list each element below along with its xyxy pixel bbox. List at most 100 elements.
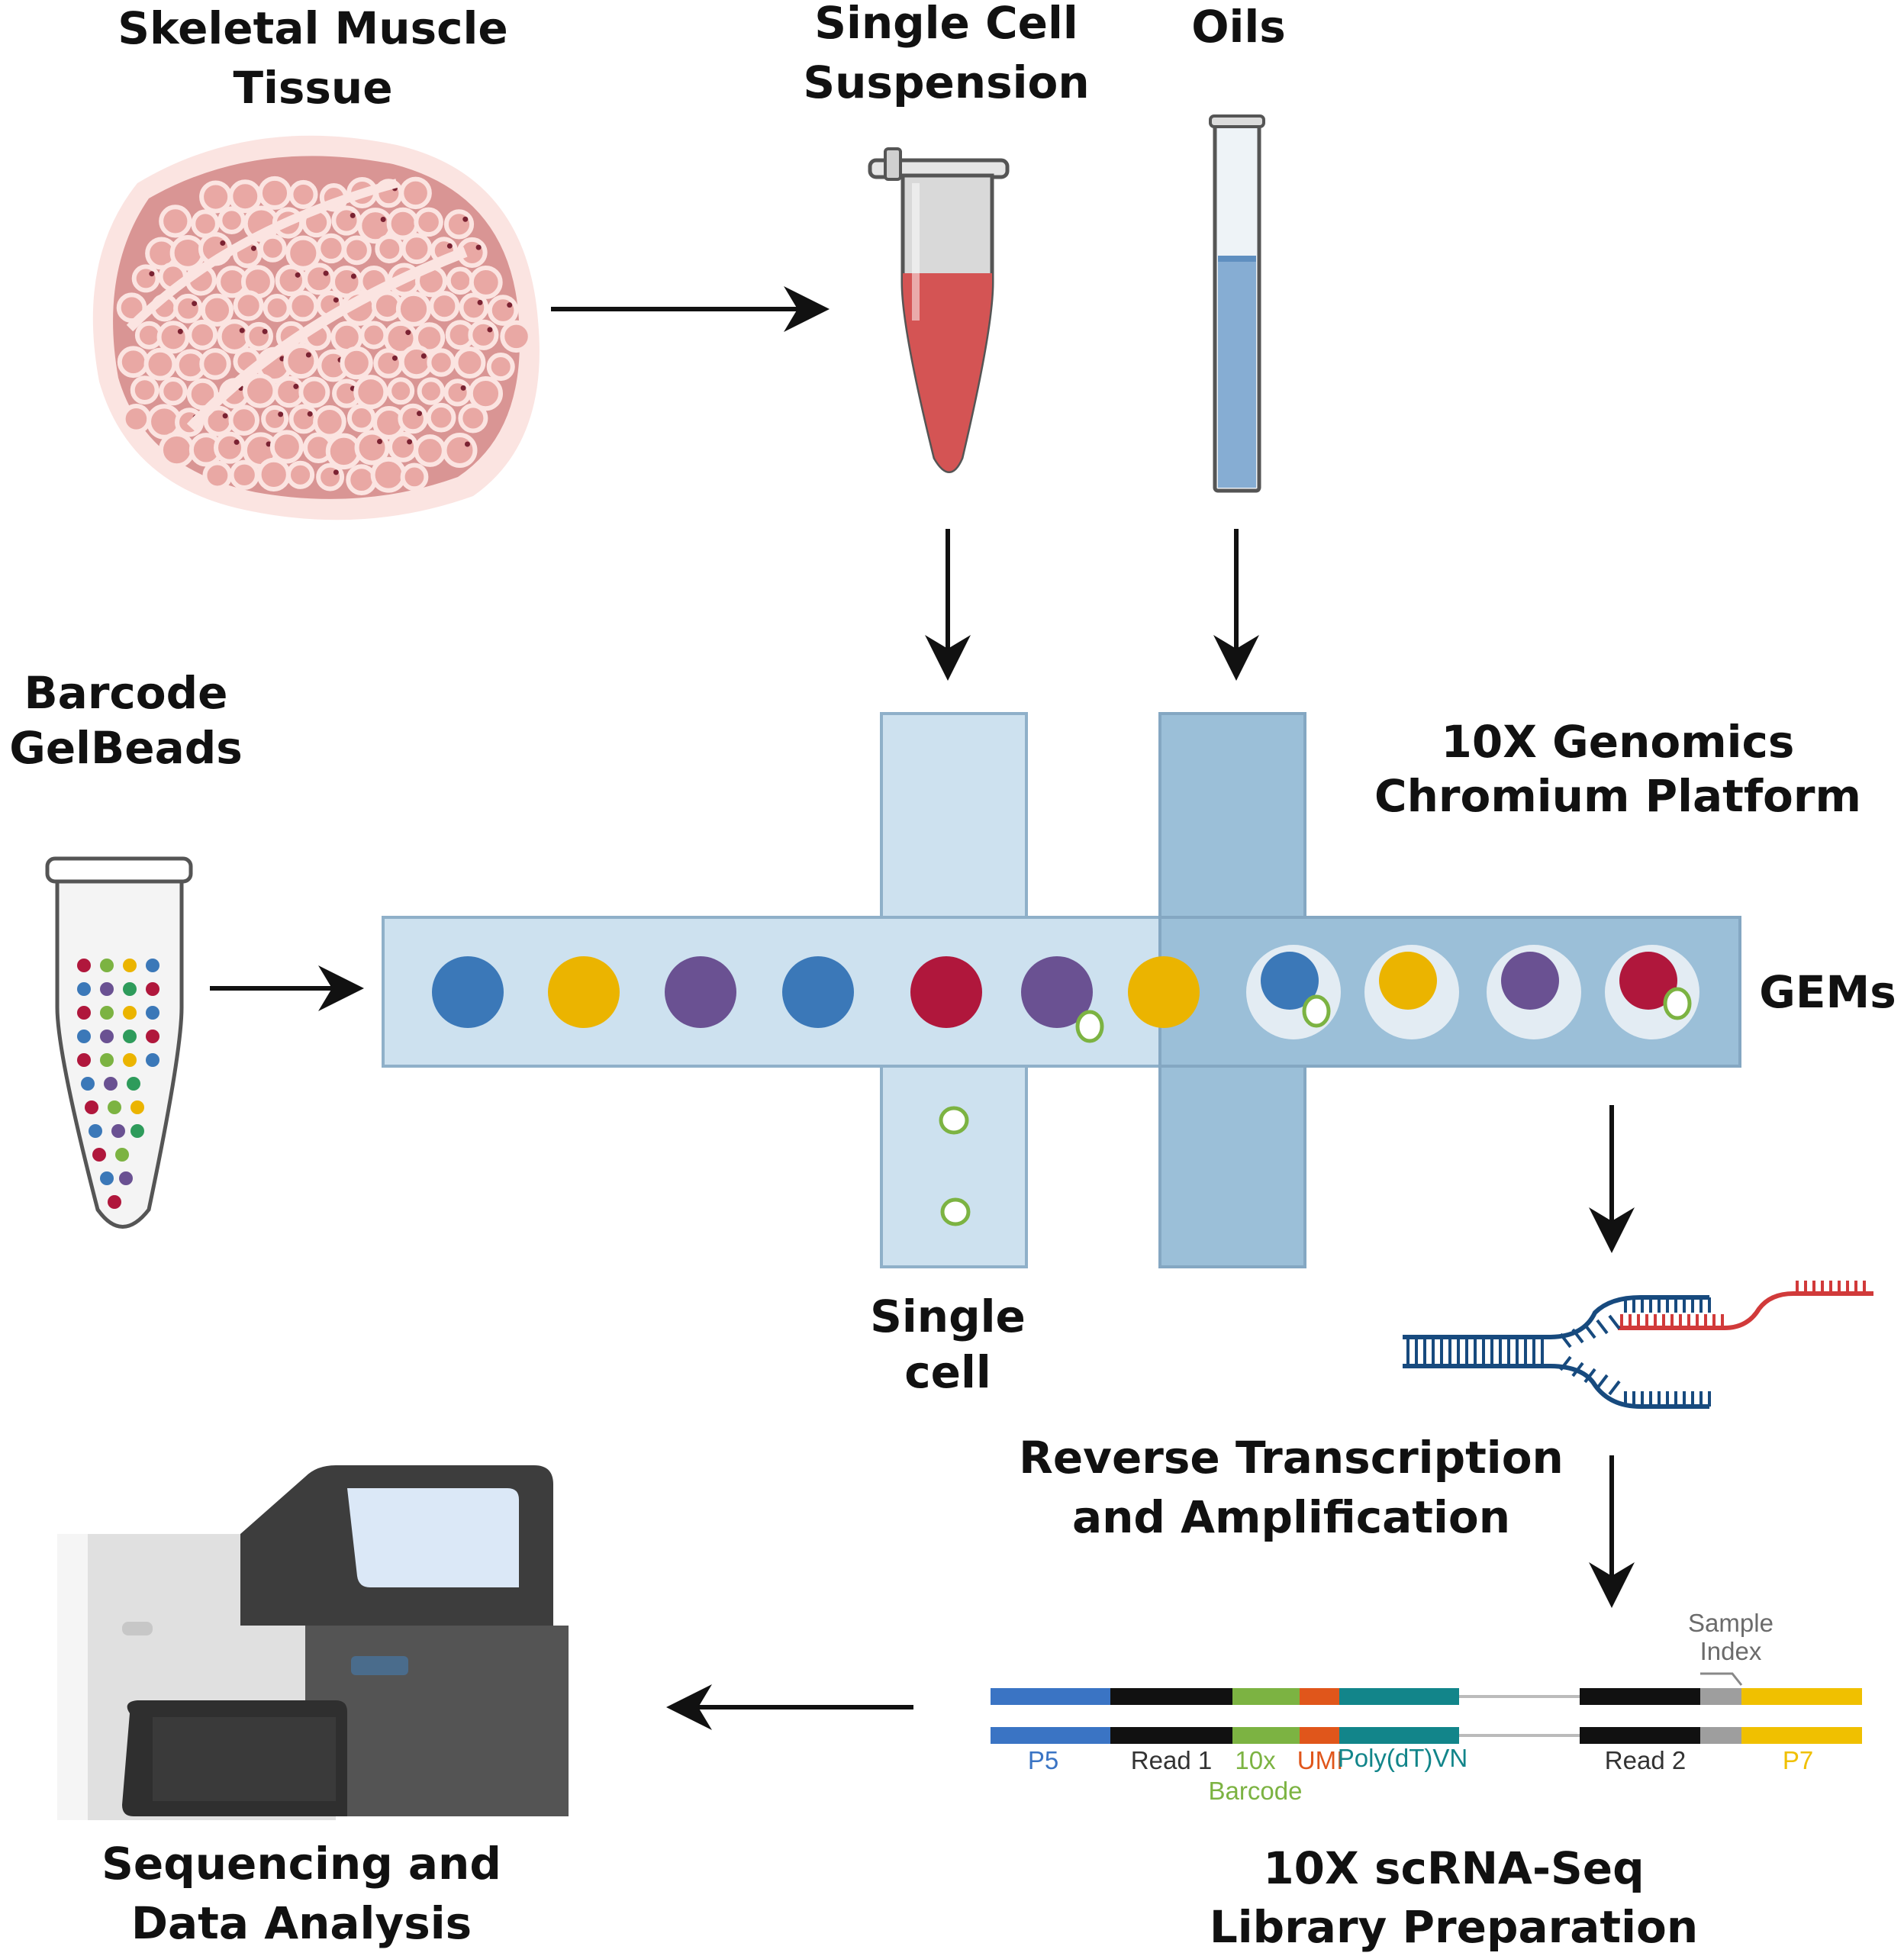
- barcode-bead: [910, 956, 982, 1028]
- nucleus-dot: [149, 271, 155, 277]
- gel-bead: [130, 1100, 144, 1114]
- muscle-fibre: [269, 430, 304, 464]
- muscle-fibre: [427, 348, 456, 377]
- label-polydt: Poly(dT)VN: [1338, 1744, 1468, 1772]
- nucleus-dot: [333, 469, 339, 475]
- gel-bead: [119, 1171, 133, 1185]
- muscle-fibre: [287, 290, 319, 322]
- muscle-fibre: [316, 233, 346, 264]
- rt-label-line2: and Amplification: [1072, 1491, 1510, 1543]
- nucleus-dot: [262, 328, 268, 334]
- base-tick: [1583, 1323, 1596, 1339]
- barcode-bead: [782, 956, 854, 1028]
- gel-bead: [100, 982, 114, 996]
- gel-bead: [100, 1006, 114, 1020]
- muscle-fibre: [346, 403, 376, 433]
- nucleus-dot: [380, 217, 386, 223]
- muscle-fibre: [388, 431, 419, 462]
- label-umi: UMI: [1297, 1746, 1344, 1774]
- muscle-fibre: [130, 375, 159, 405]
- muscle-fibre: [217, 206, 246, 235]
- muscle-fibre: [426, 402, 456, 433]
- muscle-fibre: [468, 376, 504, 411]
- barcode-bead: [1619, 952, 1677, 1010]
- base-tick: [1559, 1332, 1572, 1349]
- gel-bead: [111, 1124, 125, 1138]
- muscle-fibre: [288, 179, 318, 209]
- muscle-fibre: [275, 264, 308, 297]
- muscle-fibre: [156, 321, 190, 354]
- muscle-fibre: [453, 346, 486, 379]
- gel-bead: [77, 959, 91, 972]
- muscle-fibre: [199, 180, 233, 214]
- muscle-fibre: [487, 295, 519, 326]
- nucleus-dot: [192, 301, 198, 307]
- nucleus-dot: [417, 411, 423, 417]
- flow-arrows: [210, 286, 1635, 1730]
- nucleus-dot: [350, 273, 356, 279]
- muscle-fibre: [131, 264, 160, 293]
- library-segment: [1700, 1688, 1741, 1705]
- nucleus-dot: [222, 413, 228, 419]
- nucleus-dot: [250, 245, 256, 251]
- gel-bead: [89, 1124, 102, 1138]
- gel-bead: [100, 1171, 114, 1185]
- nucleus-dot: [333, 297, 339, 303]
- barcode-bead: [665, 956, 736, 1028]
- beads-label-line1: Barcode: [24, 667, 227, 719]
- muscle-fibre: [285, 460, 315, 489]
- library-segment: [1232, 1688, 1300, 1705]
- library-segment: [1580, 1727, 1700, 1744]
- nucleus-dot: [407, 439, 413, 445]
- muscle-fibre: [414, 207, 443, 237]
- muscle-fibre: [214, 431, 246, 464]
- muscle-fibre: [187, 319, 218, 350]
- single-cell-label-line1: Single: [870, 1291, 1026, 1342]
- gel-bead: [123, 982, 137, 996]
- muscle-fibre: [353, 375, 388, 410]
- sequencer-icon: [57, 1465, 569, 1820]
- library-segment: [1741, 1688, 1862, 1705]
- barcode-bead: [1128, 956, 1200, 1028]
- label-index: Index: [1700, 1637, 1762, 1665]
- cell-icon: [940, 1197, 971, 1226]
- muscle-fibre: [414, 434, 446, 467]
- tissue-label-line1: Skeletal Muscle: [118, 2, 507, 54]
- gel-bead: [85, 1100, 98, 1114]
- muscle-fibre: [263, 294, 292, 323]
- nucleus-dot: [391, 355, 398, 361]
- nucleus-dot: [278, 411, 284, 417]
- muscle-fibre: [469, 265, 503, 299]
- gel-bead: [104, 1077, 118, 1091]
- nucleus-dot: [220, 240, 226, 247]
- barcode-bead: [1501, 952, 1559, 1010]
- label-sample: Sample: [1688, 1609, 1774, 1637]
- muscle-fibre: [228, 179, 263, 214]
- base-tick: [1596, 1319, 1609, 1335]
- muscle-fibre: [303, 263, 336, 295]
- dna-strand-lower: [1403, 1364, 1709, 1409]
- beads-label-line2: GelBeads: [9, 722, 243, 774]
- tissue-label-line2: Tissue: [233, 62, 392, 114]
- nucleus-dot: [405, 330, 411, 336]
- gel-bead: [146, 1053, 159, 1067]
- muscle-fibre: [202, 460, 233, 491]
- nucleus-dot: [487, 327, 493, 333]
- barcode-bead: [1261, 952, 1319, 1010]
- library-segment: [1300, 1688, 1339, 1705]
- muscle-fibre: [429, 291, 460, 322]
- label-p5: P5: [1028, 1746, 1058, 1774]
- base-tick: [1571, 1361, 1584, 1378]
- muscle-fibre: [459, 292, 489, 323]
- seq-label-line1: Sequencing and: [101, 1838, 501, 1890]
- muscle-fibre: [331, 205, 362, 236]
- cdna-strand-icon: [1403, 1281, 1873, 1409]
- barcode-bead: [1021, 956, 1093, 1028]
- muscle-fibre: [342, 235, 372, 266]
- platform-label-line1: 10X Genomics: [1442, 716, 1795, 768]
- gel-bead: [115, 1148, 129, 1162]
- gel-bead: [77, 1006, 91, 1020]
- gel-bead: [130, 1124, 144, 1138]
- muscle-tissue-icon: [92, 135, 540, 520]
